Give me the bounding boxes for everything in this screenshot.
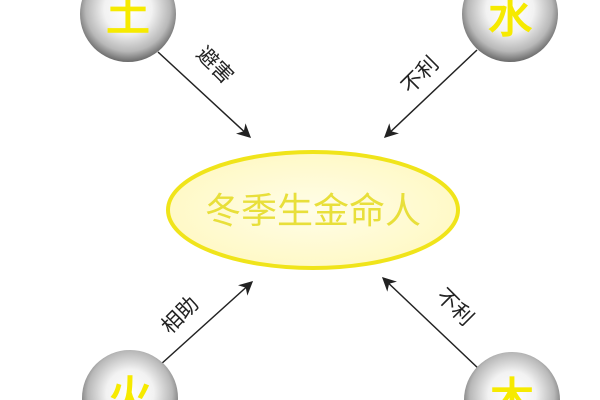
- sphere-icon: [464, 352, 560, 400]
- arrow-top-left: [157, 51, 252, 138]
- center-label: 冬季生金命人: [205, 191, 421, 232]
- relation-label-top-right: 不利: [397, 52, 444, 99]
- relation-label-top-left: 避害: [192, 42, 239, 89]
- relation-label-bottom-right: 不利: [432, 284, 479, 331]
- node-top-left: 土: [80, 0, 176, 62]
- node-label-water: 水: [488, 0, 533, 43]
- arrow-top-right: [383, 49, 478, 138]
- sphere-icon: [80, 0, 176, 62]
- arrow-bottom-right: [381, 277, 481, 371]
- node-top-right: 水: [462, 0, 558, 62]
- center-ellipse: [166, 150, 460, 270]
- node-label-fire: 火: [108, 372, 152, 400]
- sphere-icon: [82, 350, 178, 400]
- node-label-earth: 土: [106, 0, 150, 41]
- sphere-icon: [462, 0, 558, 62]
- node-bottom-left: 火: [82, 350, 178, 400]
- center-node: 冬季生金命人: [166, 150, 460, 270]
- node-bottom-right: 木: [464, 352, 560, 400]
- arrow-bottom-left: [159, 281, 254, 366]
- node-label-wood: 木: [490, 374, 534, 400]
